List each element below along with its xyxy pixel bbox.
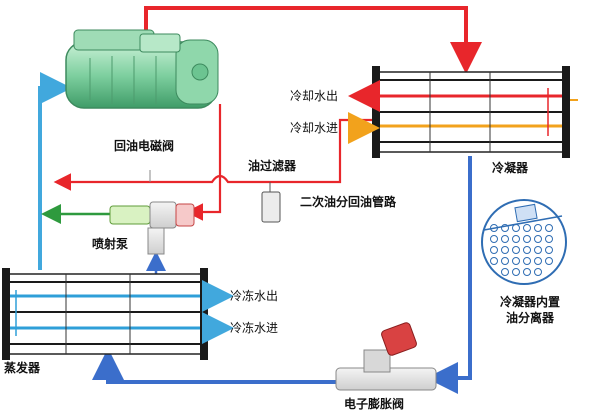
separator-droplet <box>545 246 553 254</box>
discharge-line <box>144 6 482 74</box>
separator-droplet <box>501 235 509 243</box>
internal-separator-label-line1: 冷凝器内置 <box>500 294 560 309</box>
cooling-water-in-label: 冷却水进 <box>290 121 338 135</box>
separator-droplet <box>534 257 542 265</box>
separator-droplet <box>501 268 509 276</box>
oil-filter-label: 油过滤器 <box>248 158 297 173</box>
condenser <box>372 66 578 158</box>
separator-droplet <box>523 235 531 243</box>
separator-droplet <box>512 224 520 232</box>
separator-droplet <box>490 224 498 232</box>
separator-droplets <box>490 224 553 276</box>
chilled-water-out-label: 冷冻水出 <box>230 288 278 303</box>
expansion-valve-label: 电子膨胀阀 <box>344 396 404 411</box>
separator-droplet <box>545 224 553 232</box>
liquid-line <box>426 156 472 394</box>
separator-droplet <box>512 257 520 265</box>
secondary-oil-return-label: 二次油分回油管路 <box>300 194 397 209</box>
suction-line <box>38 72 72 270</box>
condenser-label: 冷凝器 <box>492 160 529 175</box>
evaporator <box>2 268 208 360</box>
chilled-water-in-label: 冷冻水进 <box>230 320 278 335</box>
cooling-water-out-label: 冷却水出 <box>290 89 338 103</box>
separator-droplet <box>490 257 498 265</box>
separator-droplet <box>545 257 553 265</box>
compressor <box>65 29 219 109</box>
electronic-expansion-valve-icon <box>335 322 437 391</box>
separator-droplet <box>501 224 509 232</box>
separator-droplet <box>490 246 498 254</box>
oil-separator-icon <box>481 199 567 285</box>
ejector-pump-label: 喷射泵 <box>92 236 128 251</box>
separator-droplet <box>490 235 498 243</box>
separator-droplet <box>534 246 542 254</box>
separator-droplet <box>512 246 520 254</box>
separator-droplet <box>545 235 553 243</box>
separator-droplet <box>523 268 531 276</box>
separator-droplet <box>523 246 531 254</box>
separator-droplet <box>523 257 531 265</box>
evaporator-label: 蒸发器 <box>4 360 41 375</box>
separator-droplet <box>512 268 520 276</box>
oil-return-line <box>53 104 380 221</box>
separator-droplet <box>501 257 509 265</box>
filter-icon <box>261 182 281 223</box>
separator-droplet <box>534 235 542 243</box>
internal-separator-label-line2: 油分离器 <box>506 310 555 325</box>
separator-droplet <box>501 246 509 254</box>
separator-droplet <box>534 224 542 232</box>
separator-droplet <box>523 224 531 232</box>
oil-return-valve-label: 回油电磁阀 <box>114 138 174 153</box>
separator-droplet <box>534 268 542 276</box>
separator-droplet <box>512 235 520 243</box>
expansion-to-evaporator-line <box>92 348 338 384</box>
ejector-pump-icon <box>109 201 195 255</box>
